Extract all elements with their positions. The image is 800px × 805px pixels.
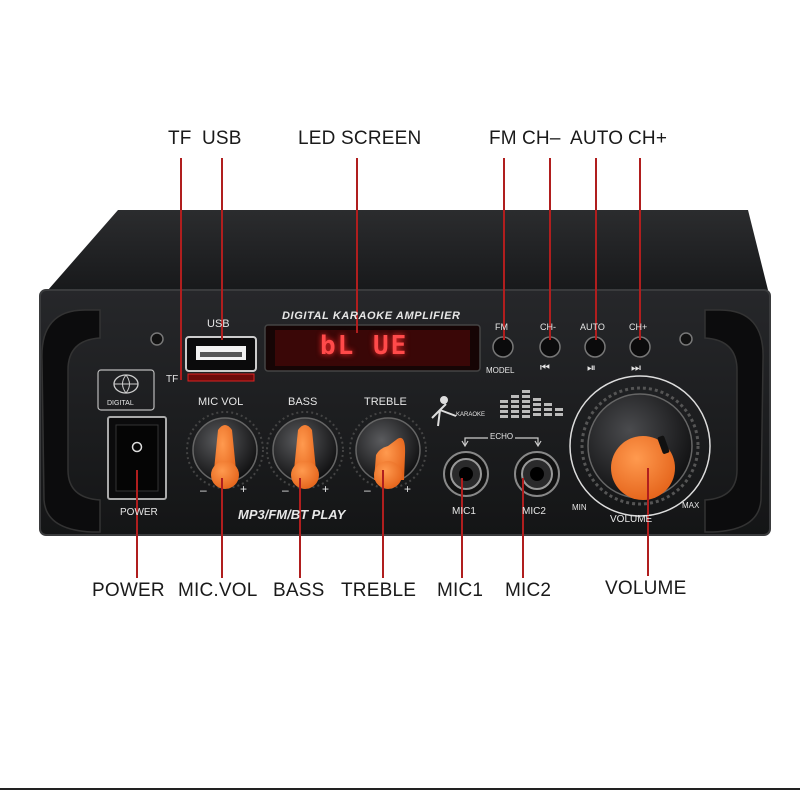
lcd-readout: bL UE — [320, 331, 409, 361]
callout-volume: VOLUME — [605, 578, 687, 599]
mic2-jack — [514, 451, 560, 497]
ch-plus-button-label: CH+ — [629, 322, 648, 332]
callout-auto: AUTO — [570, 128, 624, 149]
volume-label: VOLUME — [610, 514, 653, 525]
callout-ch-plus: CH+ — [628, 128, 668, 149]
panel-header: DIGITAL KARAOKE AMPLIFIER — [282, 310, 461, 322]
mic1-label: MIC1 — [452, 506, 476, 517]
callout-mic-vol: MIC.VOL — [178, 580, 258, 601]
screw-right — [679, 332, 693, 346]
callout-usb: USB — [202, 128, 242, 149]
treble-label: TREBLE — [364, 396, 407, 408]
model-label: MODEL — [486, 366, 515, 375]
logo-text: DIGITAL — [107, 400, 134, 407]
logo-badge — [97, 369, 155, 411]
mic-vol-knob — [186, 411, 264, 489]
karaoke-label: KARAOKE — [456, 412, 486, 418]
callout-ch-minus: CH– — [522, 128, 561, 149]
prev-track-icon: ⏮ — [540, 362, 550, 374]
ch-minus-button-label: CH- — [540, 322, 556, 332]
mic-vol-label: MIC VOL — [198, 396, 244, 408]
treble-knob — [349, 411, 427, 489]
right-handle — [704, 309, 764, 533]
volume-max-label: MAX — [682, 501, 700, 510]
screw-left — [150, 332, 164, 346]
bass-minus: – — [282, 483, 289, 497]
callout-mic2: MIC2 — [505, 580, 552, 601]
fm-button-label: FM — [495, 322, 508, 332]
mode-text: MP3/FM/BT PLAY — [238, 507, 346, 522]
tf-label: TF — [166, 374, 179, 385]
bottom-border — [0, 788, 800, 790]
mic-vol-plus: + — [240, 482, 248, 496]
usb-label: USB — [207, 318, 230, 330]
equalizer-icon — [500, 390, 563, 418]
next-track-icon: ⏭ — [631, 362, 641, 374]
power-label: POWER — [120, 507, 158, 518]
callout-mic1: MIC1 — [437, 580, 484, 601]
mic-vol-minus: – — [200, 483, 207, 497]
case-top — [48, 210, 768, 290]
callout-power: POWER — [92, 580, 165, 601]
callout-led-screen: LED SCREEN — [298, 128, 422, 149]
volume-min-label: MIN — [572, 503, 587, 512]
treble-minus: – — [364, 483, 371, 497]
callout-bass: BASS — [273, 580, 325, 601]
callout-fm: FM — [489, 128, 517, 149]
bass-knob — [266, 411, 344, 489]
mic2-label: MIC2 — [522, 506, 546, 517]
lcd-screen — [275, 330, 470, 366]
volume-knob — [569, 375, 711, 517]
play-pause-icon: ⏯ — [587, 362, 596, 374]
callout-tf: TF — [168, 128, 192, 149]
auto-button-label: AUTO — [580, 322, 605, 332]
bass-plus: + — [322, 482, 330, 496]
echo-label: ECHO — [488, 432, 516, 441]
treble-plus: + — [404, 482, 412, 496]
left-handle — [41, 309, 101, 533]
tf-card-slot — [187, 373, 255, 382]
callout-treble: TREBLE — [341, 580, 417, 601]
mic1-jack — [443, 451, 489, 497]
callout-lines — [136, 158, 649, 578]
karaoke-singer-icon — [431, 396, 457, 427]
bass-label: BASS — [288, 396, 318, 408]
